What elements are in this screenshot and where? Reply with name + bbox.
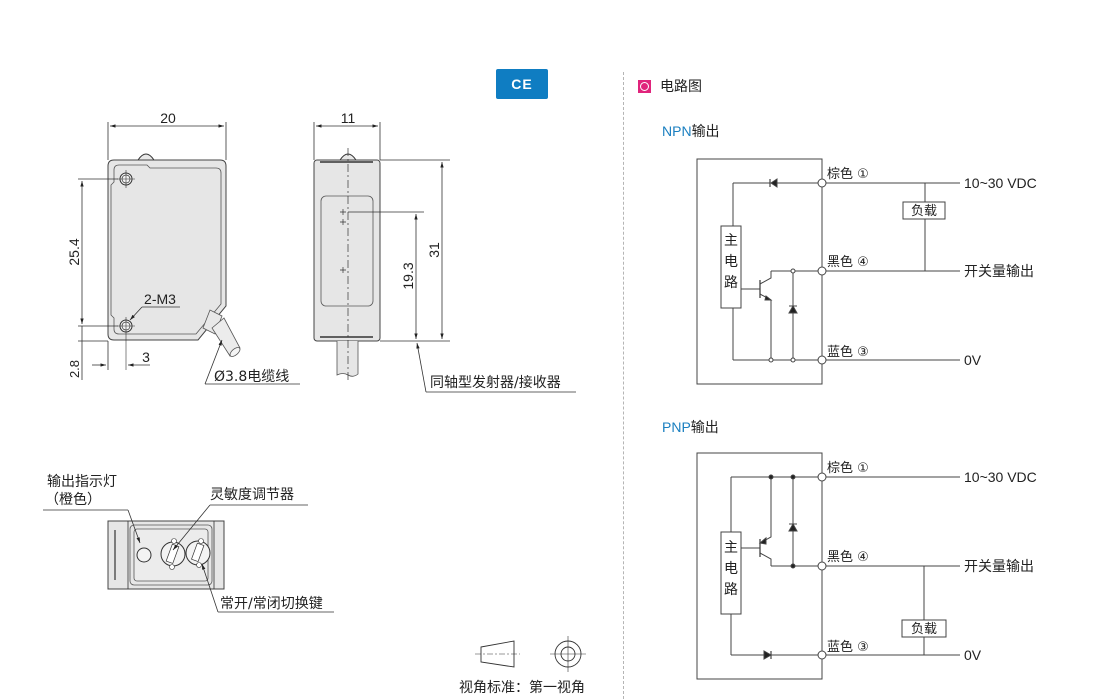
side-width-dim: 11 <box>341 110 356 126</box>
mode-switch-label: 常开/常闭切换键 <box>220 595 323 612</box>
projection-standard-label: 视角标准：第一视角 <box>459 679 585 696</box>
front-width-dim: 20 <box>160 110 176 126</box>
npn-title-prefix: NPN <box>662 123 692 139</box>
indicator-color-label: （橙色） <box>45 491 101 508</box>
pnp-ground-label: 0V <box>964 647 982 663</box>
circuit-section-title: 电路图 <box>638 76 702 96</box>
pnp-black-wire-label: 黑色 ④ <box>827 549 869 565</box>
cable-label: Ø3.8电缆线 <box>214 369 289 385</box>
npn-ground-label: 0V <box>964 352 982 368</box>
side-height-dim: 31 <box>426 242 442 258</box>
npn-load-label: 负载 <box>911 204 937 219</box>
npn-blue-wire-label: 蓝色 ③ <box>827 344 869 360</box>
npn-brown-wire-label: 棕色 ① <box>827 166 869 182</box>
front-hole-pitch-dim: 25.4 <box>66 238 82 265</box>
npn-supply-label: 10~30 VDC <box>964 175 1037 191</box>
side-axis-dim: 19.3 <box>400 262 416 289</box>
front-bottom-offset-dim: 2.8 <box>67 360 82 378</box>
section-divider <box>623 72 624 699</box>
indicator-label: 输出指示灯 <box>47 474 117 490</box>
front-view <box>78 122 300 385</box>
npn-main-circuit-char-3: 路 <box>724 275 738 291</box>
pnp-title: PNP输出 <box>662 417 719 437</box>
pnp-blue-wire-label: 蓝色 ③ <box>827 639 869 655</box>
first-angle-projection-icon <box>475 636 586 672</box>
pnp-title-prefix: PNP <box>662 419 691 435</box>
npn-black-wire-label: 黑色 ④ <box>827 254 869 270</box>
pnp-main-circuit-char-1: 主 <box>724 540 738 556</box>
npn-title-suffix: 输出 <box>691 123 720 139</box>
npn-output-label: 开关量输出 <box>964 264 1034 280</box>
pnp-main-circuit-char-2: 电 <box>724 561 738 577</box>
pnp-supply-label: 10~30 VDC <box>964 469 1037 485</box>
emitter-receiver-label: 同轴型发射器/接收器 <box>430 374 561 391</box>
top-view <box>43 504 334 613</box>
circuit-section-label: 电路图 <box>660 78 702 94</box>
pnp-output-label: 开关量输出 <box>964 559 1034 575</box>
npn-main-circuit-char-2: 电 <box>724 254 738 270</box>
pnp-brown-wire-label: 棕色 ① <box>827 460 869 476</box>
section-marker-icon <box>638 79 651 93</box>
pnp-main-circuit-char-3: 路 <box>724 582 738 598</box>
sensitivity-adjuster-label: 灵敏度调节器 <box>210 487 294 503</box>
npn-main-circuit-char-1: 主 <box>724 233 738 249</box>
front-hole-offset-dim: 3 <box>142 349 150 365</box>
hole-spec-label: 2-M3 <box>144 291 176 307</box>
pnp-circuit <box>696 452 960 680</box>
ce-certification-badge: CE <box>496 69 548 99</box>
pnp-title-suffix: 输出 <box>690 419 719 435</box>
pnp-load-label: 负载 <box>911 622 937 637</box>
npn-circuit <box>696 158 960 385</box>
side-view <box>313 122 576 393</box>
npn-title: NPN输出 <box>662 121 720 141</box>
